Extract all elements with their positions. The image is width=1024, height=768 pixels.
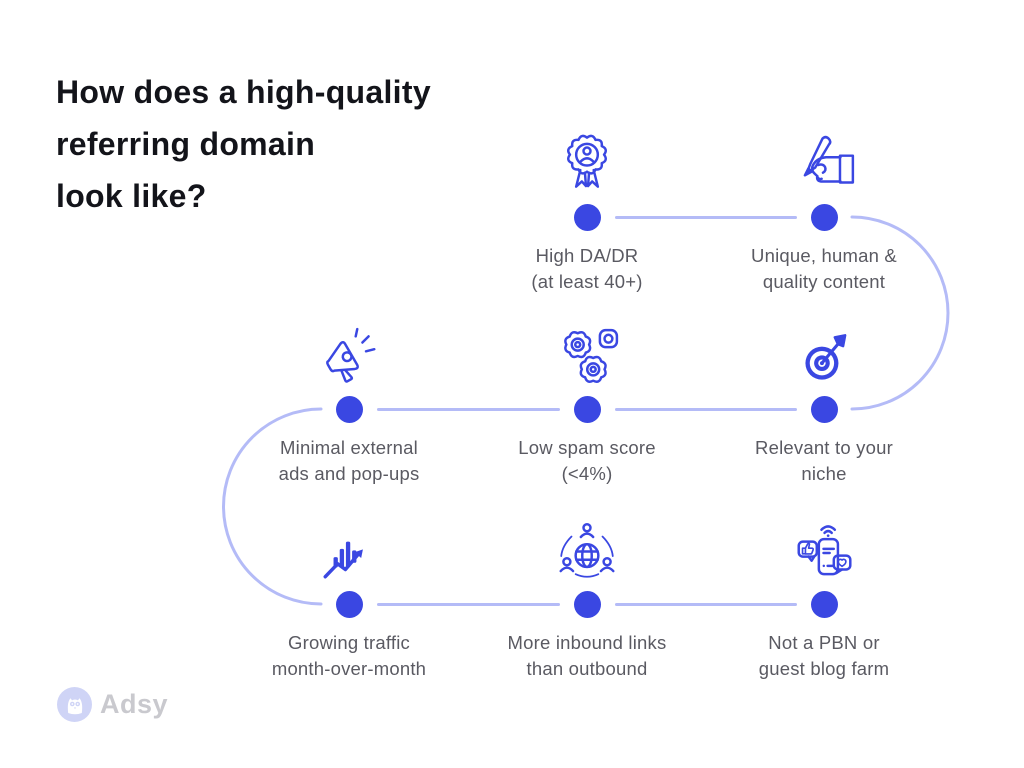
connector-line — [615, 215, 797, 219]
target-icon — [790, 324, 858, 392]
gears-icon — [553, 324, 621, 392]
item-label-line2: (<4%) — [561, 462, 613, 484]
writing-hand-icon — [790, 132, 858, 200]
item-minimal-ads: Minimal external ads and pop-ups — [224, 324, 474, 486]
page-title-line1: How does a high-quality — [56, 74, 431, 110]
page-title-line2: referring domain — [56, 126, 316, 162]
item-low-spam-score: Low spam score (<4%) — [462, 324, 712, 486]
item-label: Low spam score (<4%) — [518, 435, 656, 486]
item-unique-content: Unique, human & quality content — [699, 132, 949, 294]
path-node-dot — [810, 204, 838, 231]
item-label-line2: niche — [801, 462, 847, 484]
award-badge-icon — [553, 132, 621, 200]
item-label-line2: quality content — [762, 270, 886, 292]
item-label-line2: (at least 40+) — [531, 270, 643, 292]
item-label-line1: High DA/DR — [535, 245, 639, 266]
page-title-line3: look like? — [56, 178, 207, 214]
item-not-pbn: Not a PBN or guest blog farm — [699, 519, 949, 681]
path-node-dot — [335, 591, 363, 618]
item-label: Unique, human & quality content — [751, 243, 897, 294]
item-label: High DA/DR (at least 40+) — [531, 243, 642, 294]
path-node-dot — [573, 591, 601, 618]
item-inbound-links: More inbound links than outbound — [462, 519, 712, 681]
item-label: Minimal external ads and pop-ups — [279, 435, 420, 486]
megaphone-icon — [315, 324, 383, 392]
item-label-line2: ads and pop-ups — [278, 462, 420, 484]
item-label-line1: Low spam score — [518, 437, 656, 458]
item-label-line1: Growing traffic — [288, 632, 410, 653]
item-label-line1: Not a PBN or — [768, 632, 880, 653]
item-label-line1: Minimal external — [280, 437, 418, 458]
item-label: Growing traffic month-over-month — [272, 630, 426, 681]
item-label: Relevant to your niche — [755, 435, 893, 486]
item-label: More inbound links than outbound — [508, 630, 667, 681]
page-title: How does a high-quality referring domain… — [56, 66, 431, 222]
item-relevant-niche: Relevant to your niche — [699, 324, 949, 486]
item-label: Not a PBN or guest blog farm — [759, 630, 890, 681]
item-label-line2: than outbound — [526, 657, 648, 679]
connector-line — [377, 407, 560, 411]
connector-line — [377, 602, 560, 606]
path-node-dot — [335, 396, 363, 423]
item-label-line1: More inbound links — [507, 632, 667, 653]
item-label-line2: month-over-month — [271, 657, 427, 679]
item-label-line2: guest blog farm — [758, 657, 890, 679]
item-label-line1: Unique, human & — [751, 245, 897, 266]
globe-network-icon — [553, 519, 621, 587]
item-high-da-dr: High DA/DR (at least 40+) — [462, 132, 712, 294]
social-phone-icon — [790, 519, 858, 587]
path-node-dot — [810, 396, 838, 423]
growth-chart-icon — [315, 519, 383, 587]
connector-line — [615, 407, 797, 411]
path-node-dot — [573, 396, 601, 423]
adsy-logo: Adsy — [57, 687, 168, 722]
path-node-dot — [810, 591, 838, 618]
item-label-line1: Relevant to your — [755, 437, 893, 458]
logo-text: Adsy — [100, 689, 169, 719]
item-growing-traffic: Growing traffic month-over-month — [224, 519, 474, 681]
connector-line — [615, 602, 797, 606]
path-node-dot — [573, 204, 601, 231]
owl-icon — [57, 687, 92, 722]
